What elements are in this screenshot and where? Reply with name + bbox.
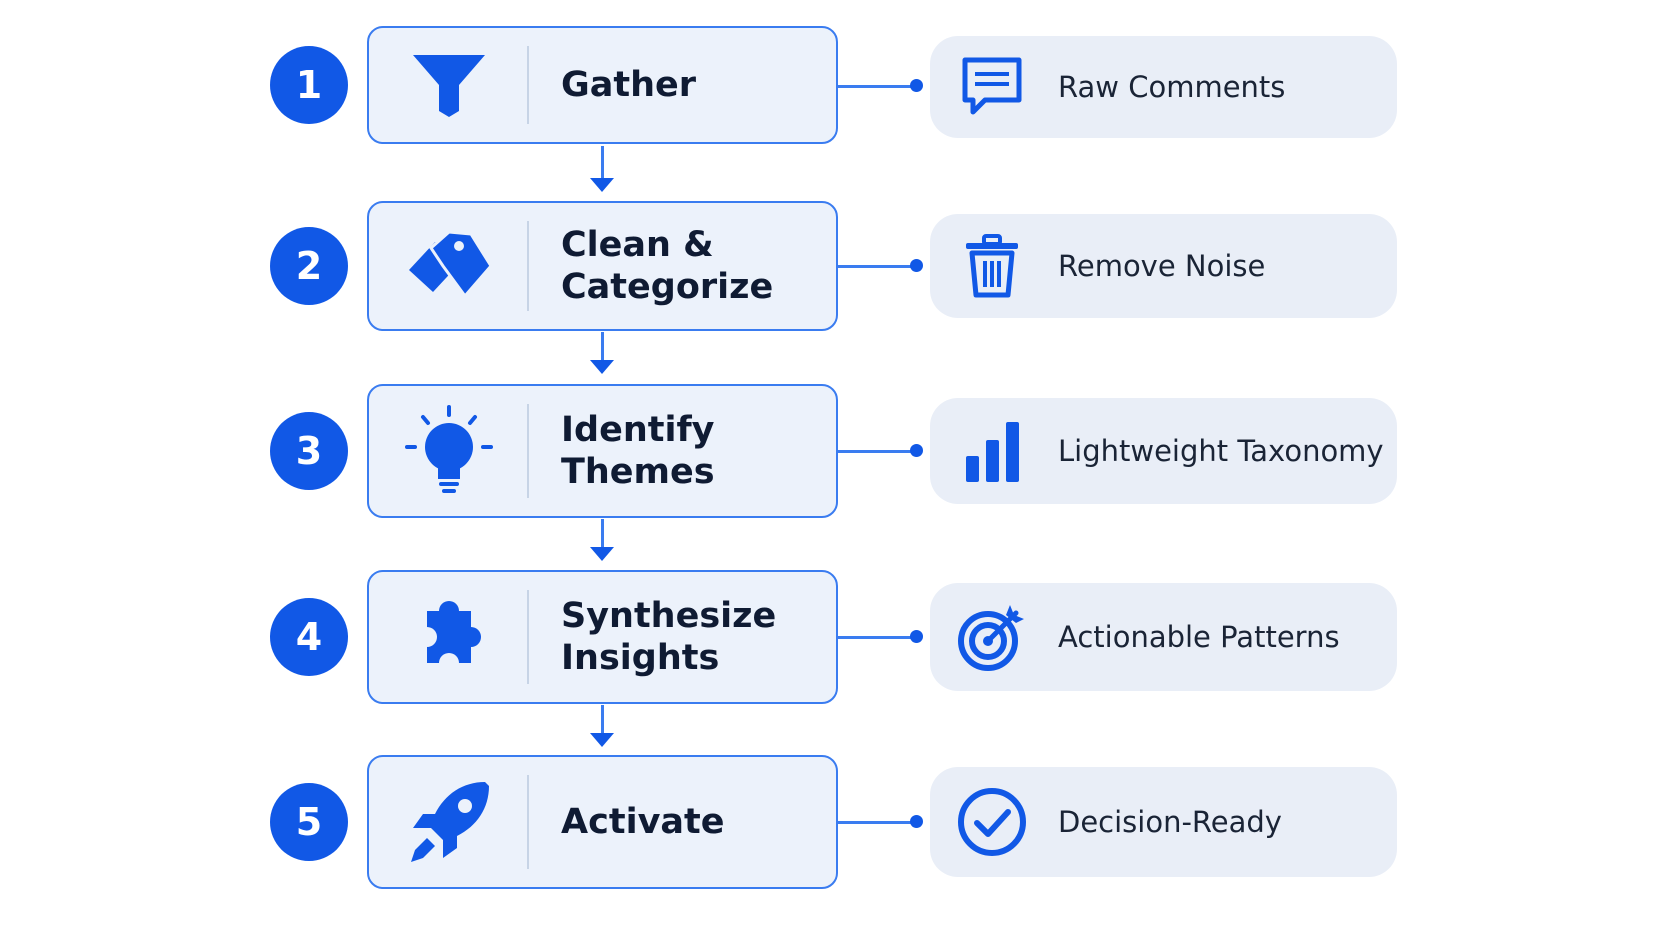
step-1: 1 Gather Raw Comments bbox=[0, 26, 1672, 144]
output-actionable-patterns: Actionable Patterns bbox=[930, 583, 1397, 691]
step-number-badge: 5 bbox=[270, 783, 348, 861]
step-card-identify-themes: Identify Themes bbox=[367, 384, 838, 518]
connector-dot bbox=[910, 259, 923, 272]
trash-icon bbox=[952, 226, 1032, 306]
step-2: 2 Clean & Categorize bbox=[0, 201, 1672, 331]
output-decision-ready: Decision-Ready bbox=[930, 767, 1397, 877]
step-title: Identify Themes bbox=[561, 410, 715, 492]
step-card-clean-categorize: Clean & Categorize bbox=[367, 201, 838, 331]
funnel-icon bbox=[399, 35, 499, 135]
step-number-badge: 3 bbox=[270, 412, 348, 490]
output-lightweight-taxonomy: Lightweight Taxonomy bbox=[930, 398, 1397, 504]
connector-dot bbox=[910, 444, 923, 457]
check-circle-icon bbox=[952, 782, 1032, 862]
bar-chart-icon bbox=[952, 411, 1032, 491]
output-remove-noise: Remove Noise bbox=[930, 214, 1397, 318]
step-card-synthesize-insights: Synthesize Insights bbox=[367, 570, 838, 704]
flow-arrow bbox=[590, 705, 614, 747]
flow-arrow bbox=[590, 519, 614, 561]
output-text: Lightweight Taxonomy bbox=[1058, 434, 1384, 468]
connector-line bbox=[838, 450, 918, 453]
card-divider bbox=[527, 775, 529, 869]
step-card-activate: Activate bbox=[367, 755, 838, 889]
chat-bubble-icon bbox=[952, 47, 1032, 127]
connector-line bbox=[838, 821, 918, 824]
output-raw-comments: Raw Comments bbox=[930, 36, 1397, 138]
output-text: Actionable Patterns bbox=[1058, 620, 1340, 654]
connector-line bbox=[838, 265, 918, 268]
lightbulb-icon bbox=[399, 401, 499, 501]
connector-line bbox=[838, 636, 918, 639]
step-number-badge: 2 bbox=[270, 227, 348, 305]
connector-dot bbox=[910, 630, 923, 643]
output-text: Decision-Ready bbox=[1058, 805, 1282, 839]
flow-arrow bbox=[590, 146, 614, 192]
step-number-badge: 1 bbox=[270, 46, 348, 124]
card-divider bbox=[527, 590, 529, 684]
connector-line bbox=[838, 85, 918, 88]
card-divider bbox=[527, 221, 529, 311]
step-card-gather: Gather bbox=[367, 26, 838, 144]
step-title: Clean & Categorize bbox=[561, 225, 774, 307]
output-text: Remove Noise bbox=[1058, 249, 1266, 283]
connector-dot bbox=[910, 815, 923, 828]
tags-icon bbox=[399, 216, 499, 316]
step-4: 4 Synthesize Insights Acti bbox=[0, 570, 1672, 704]
card-divider bbox=[527, 404, 529, 498]
puzzle-piece-icon bbox=[399, 587, 499, 687]
output-text: Raw Comments bbox=[1058, 70, 1286, 104]
rocket-icon bbox=[399, 772, 499, 872]
card-divider bbox=[527, 46, 529, 124]
connector-dot bbox=[910, 79, 923, 92]
flow-arrow bbox=[590, 332, 614, 374]
step-title: Gather bbox=[561, 65, 696, 105]
target-icon bbox=[952, 597, 1032, 677]
step-5: 5 Activate Decision-Ready bbox=[0, 755, 1672, 889]
step-title: Activate bbox=[561, 802, 725, 842]
step-title: Synthesize Insights bbox=[561, 596, 777, 678]
step-3: 3 Identify Themes bbox=[0, 384, 1672, 518]
step-number-badge: 4 bbox=[270, 598, 348, 676]
